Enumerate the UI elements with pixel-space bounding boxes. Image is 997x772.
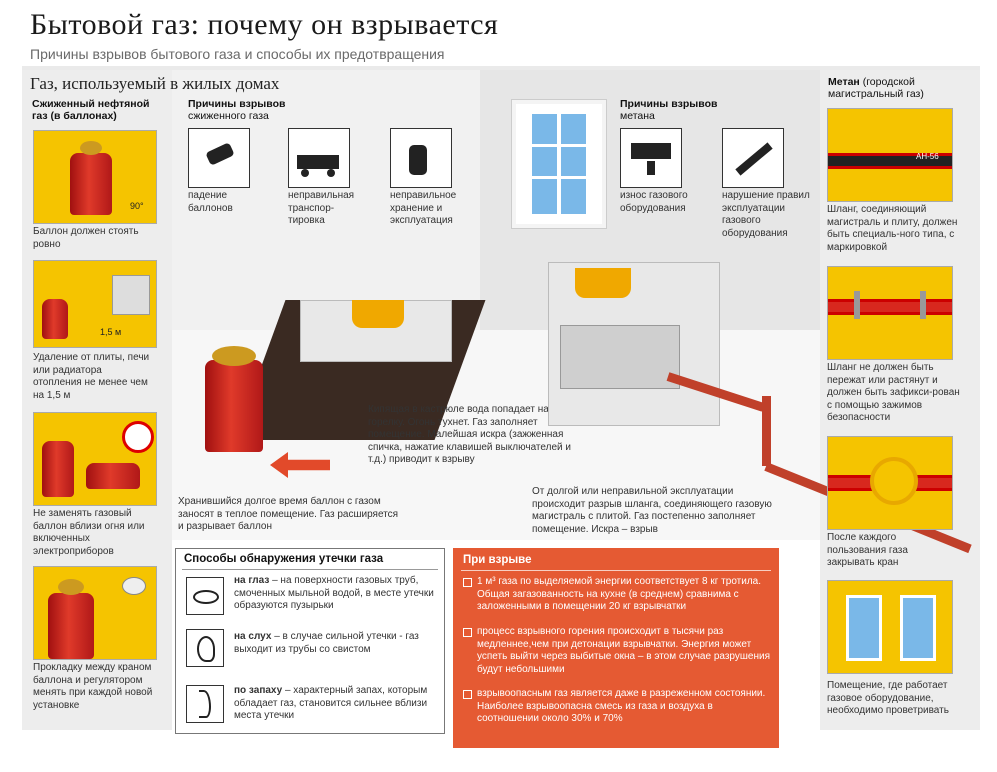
detection-title: Способы обнаружения утечки газа [184, 553, 384, 565]
nose-icon [186, 685, 224, 723]
explosion-title: При взрыве [463, 554, 532, 566]
lpg-causes-heading: Причины взрывов сжиженного газа [188, 98, 286, 122]
page-subtitle: Причины взрывов бытового газа и способы … [30, 46, 445, 62]
cylinder-valve [212, 346, 256, 366]
explosion-item-1: 1 м³ газа по выделяемой энергии соответс… [477, 576, 762, 612]
oven-door [560, 325, 680, 389]
detection-item-2: на слух – в случае сильной утечки - газ … [234, 631, 419, 655]
methane-tip-image-1: АН-56 [827, 108, 953, 202]
detection-box: Способы обнаружения утечки газа на глаз … [175, 548, 445, 734]
methane-tip-2: Шланг не должен быть пережат или растяну… [827, 362, 960, 423]
pot-left [352, 300, 404, 328]
bullet-icon [463, 690, 472, 699]
explosion-box: При взрыве 1 м³ газа по выделяемой энерг… [453, 548, 779, 748]
wrench-icon [722, 128, 784, 188]
pot-right [575, 268, 631, 298]
gas-cylinder [42, 441, 74, 497]
explosion-divider [461, 570, 771, 571]
lpg-tip-image-4 [33, 566, 157, 660]
lpg-tip-image-1: 90° [33, 130, 157, 224]
worn-equipment-icon [620, 128, 682, 188]
gas-pipe-vertical [762, 396, 771, 466]
lpg-tip-image-2: 1,5 м [33, 260, 157, 348]
boil-caption: Кипящая в кастрюле вода попадает на горе… [368, 404, 571, 465]
lpg-cause-3: неправильное хранение и эксплуатация [390, 190, 457, 226]
methane-cause-1: износ газового оборудования [620, 190, 688, 214]
methane-tip-image-2 [827, 266, 953, 360]
methane-tip-3: После каждого пользования газа закрывать… [827, 532, 908, 568]
angle-label: 90° [130, 201, 144, 211]
window-icon [900, 595, 936, 661]
explosion-item-2: процесс взрывного горения происходит в т… [477, 626, 770, 675]
hose-caption: От долгой или неправильной эксплуатации … [532, 486, 772, 535]
methane-tip-image-4 [827, 580, 953, 674]
clamp-icon [854, 291, 860, 319]
cylinder-valve [58, 579, 84, 595]
clamp-icon [920, 291, 926, 319]
valve-wheel-icon [870, 457, 918, 505]
lpg-cause-1: падение баллонов [188, 190, 233, 214]
methane-tip-1: Шланг, соединяющий магистраль и плиту, д… [827, 204, 958, 253]
lpg-tip-1: Баллон должен стоять ровно [33, 226, 139, 250]
cylinder-valve [80, 141, 102, 155]
storage-cylinder-icon [390, 128, 452, 188]
gas-cylinder-lying [86, 463, 140, 489]
bullet-icon [463, 628, 472, 637]
ear-icon [186, 629, 224, 667]
gas-cylinder [42, 299, 68, 339]
page-title: Бытовой газ: почему он взрывается [30, 8, 499, 41]
lpg-tip-image-3 [33, 412, 157, 506]
distance-label: 1,5 м [100, 327, 122, 337]
clamped-hose [828, 299, 952, 315]
truck-icon [288, 128, 350, 188]
explosion-item-3: взрывоопасным газ является даже в разреж… [477, 688, 766, 724]
gasket-icon [122, 577, 146, 595]
eye-icon [186, 577, 224, 615]
stove-icon [112, 275, 150, 315]
hose-marking: АН-56 [916, 152, 939, 161]
kitchen-window [512, 100, 606, 228]
header-band [22, 66, 980, 70]
bullet-icon [463, 578, 472, 587]
detection-divider [182, 569, 438, 570]
falling-cylinder-icon [188, 128, 250, 188]
gas-cylinder [48, 593, 94, 659]
lpg-tip-3: Не заменять газовый баллон вблизи огня и… [33, 508, 145, 557]
methane-tip-4: Помещение, где работает газовое оборудов… [827, 680, 949, 716]
methane-causes-heading: Причины взрывов метана [620, 98, 718, 122]
large-gas-cylinder [205, 360, 263, 452]
lpg-tip-4: Прокладку между краном баллона и регулят… [33, 662, 153, 711]
methane-tip-image-3 [827, 436, 953, 530]
lpg-tip-2: Удаление от плиты, печи или радиатора от… [33, 352, 150, 401]
marked-hose [828, 153, 952, 169]
gas-cylinder [70, 153, 112, 215]
detection-item-1: на глаз – на поверхности газовых труб, с… [234, 575, 434, 611]
methane-cause-2: нарушение правил эксплуатации газового о… [722, 190, 810, 239]
methane-heading: Метан (городской магистральный газ) [828, 76, 924, 100]
lpg-heading: Сжиженный нефтяной газ (в баллонах) [32, 98, 150, 122]
section-title: Газ, используемый в жилых домах [30, 74, 280, 93]
no-fire-icon [122, 421, 154, 453]
lpg-cause-2: неправильная транспор-тировка [288, 190, 355, 226]
window-icon [846, 595, 882, 661]
detection-item-3: по запаху – характерный запах, которым о… [234, 685, 428, 721]
cylinder-caption: Хранившийся долгое время баллон с газом … [178, 496, 399, 532]
